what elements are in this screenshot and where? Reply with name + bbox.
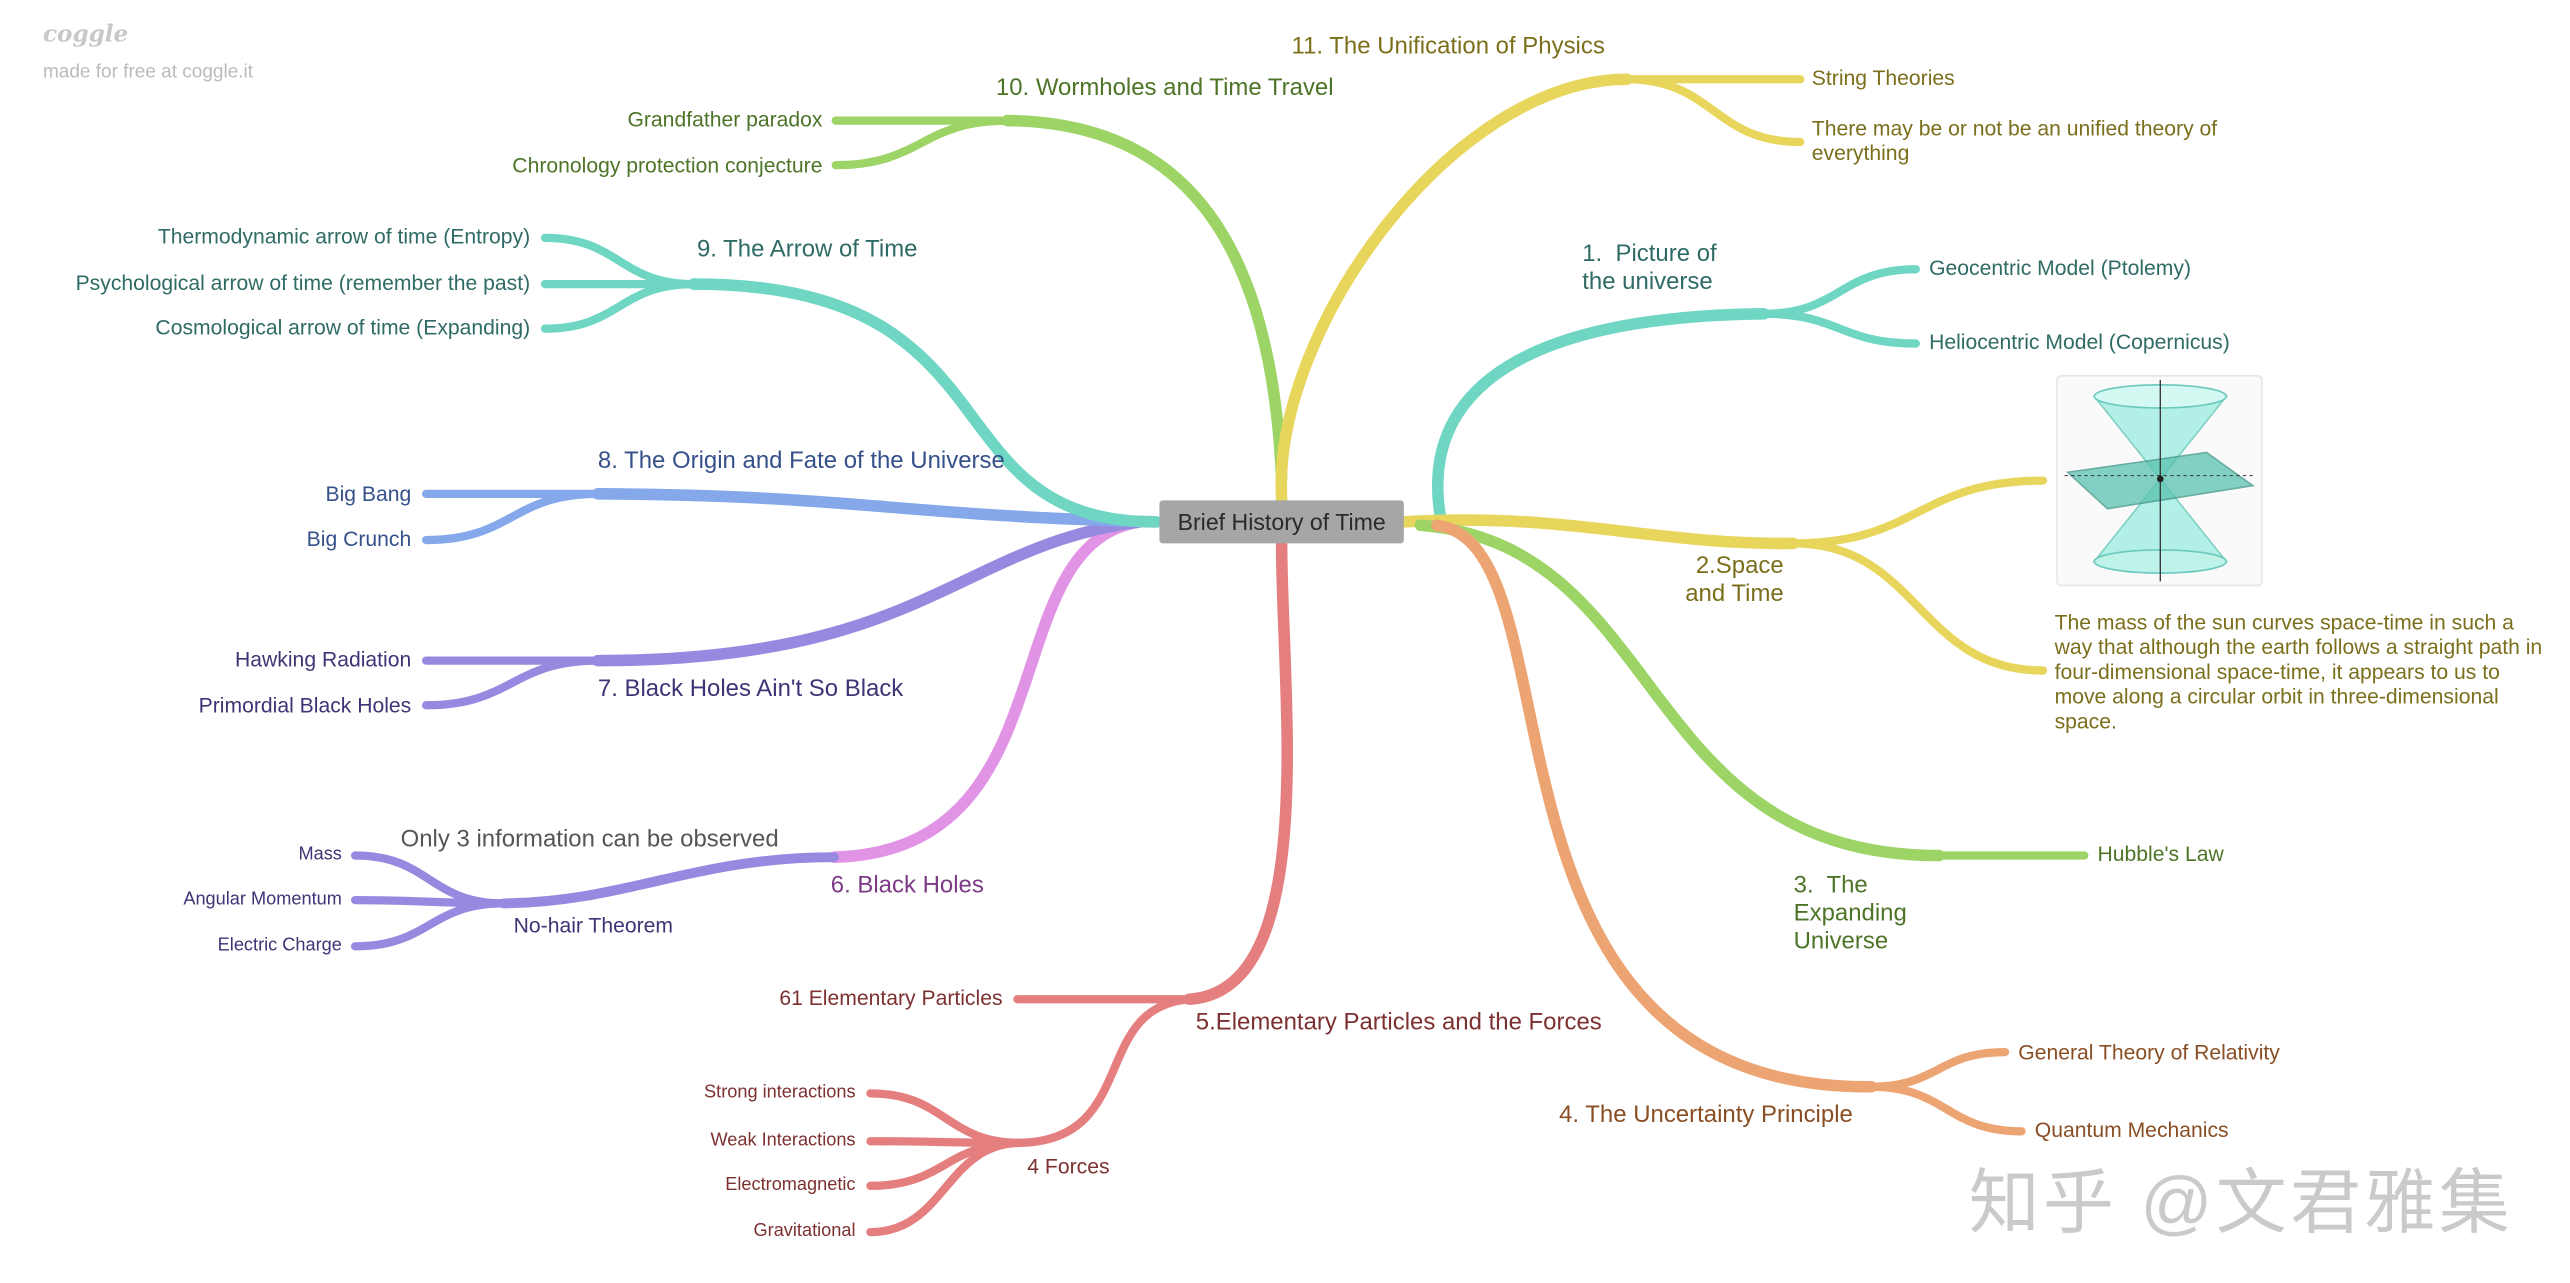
branch-7-link-primordial xyxy=(421,656,603,710)
branch-4-child-quantum[interactable]: Quantum Mechanics xyxy=(2034,1117,2229,1143)
branch-4-trunk xyxy=(1431,519,1878,1093)
branch-9-child-cosmological[interactable]: Cosmological arrow of time (Expanding) xyxy=(155,314,531,340)
branch-11-link-unified xyxy=(1622,75,1805,147)
branch-2-link-image xyxy=(1789,476,2048,548)
branch-5-link-forces xyxy=(1016,995,1194,1148)
branch-10-child-grandfather[interactable]: Grandfather paradox xyxy=(627,106,823,132)
branch-5-title[interactable]: 5.Elementary Particles and the Forces xyxy=(1195,1009,1602,1037)
branch-1-trunk xyxy=(1431,308,1770,522)
branch-9-link-2 xyxy=(540,279,698,333)
force-link-3 xyxy=(866,1138,1025,1237)
branch-7-child-primordial[interactable]: Primordial Black Holes xyxy=(198,692,412,718)
branch-8-trunk xyxy=(592,488,1162,528)
branch-3-child-hubble[interactable]: Hubble's Law xyxy=(2097,841,2224,867)
branch-6-title[interactable]: 6. Black Holes xyxy=(830,872,984,900)
branch-11-title[interactable]: 11. The Unification of Physics xyxy=(1291,33,1605,61)
branch-9-child-thermodynamic[interactable]: Thermodynamic arrow of time (Entropy) xyxy=(157,223,531,249)
branch-10-trunk xyxy=(1001,114,1288,485)
branch-6-observable-info[interactable]: Only 3 information can be observed xyxy=(400,826,779,853)
branch-2-title[interactable]: 2.Space and Time xyxy=(1685,553,1784,608)
force-electromagnetic[interactable]: Electromagnetic xyxy=(725,1175,856,1195)
no-hair-mass[interactable]: Mass xyxy=(298,844,342,865)
no-hair-angular-momentum[interactable]: Angular Momentum xyxy=(183,889,342,910)
no-hair-theorem[interactable]: No-hair Theorem xyxy=(513,912,674,938)
branch-2-trunk xyxy=(1398,514,1800,550)
branch-8-link-big-crunch xyxy=(421,489,603,545)
branch-2-link-note xyxy=(1789,539,2048,675)
center-node-label: Brief History of Time xyxy=(1177,508,1386,536)
force-gravitational[interactable]: Gravitational xyxy=(753,1221,856,1242)
branch-9-title[interactable]: 9. The Arrow of Time xyxy=(696,236,918,264)
branch-1-child-geocentric[interactable]: Geocentric Model (Ptolemy) xyxy=(1929,255,2192,280)
force-link-0 xyxy=(866,1089,1025,1148)
branch-1-link-geocentric xyxy=(1759,265,1920,318)
observer-point xyxy=(2156,475,2164,483)
branch-6-trunk xyxy=(828,516,1146,863)
branch-11-trunk xyxy=(1275,73,1633,505)
light-cone-diagram-icon[interactable] xyxy=(2056,374,2263,587)
branch-8-title[interactable]: 8. The Origin and Fate of the Universe xyxy=(597,448,1005,475)
center-node[interactable]: Brief History of Time xyxy=(1159,500,1404,544)
branch-10-title[interactable]: 10. Wormholes and Time Travel xyxy=(995,75,1334,102)
branch-3-title[interactable]: 3. The Expanding Universe xyxy=(1793,872,1907,956)
branch-4-title[interactable]: 4. The Uncertainty Principle xyxy=(1559,1102,1853,1129)
made-for-free-note[interactable]: made for free at coggle.it xyxy=(42,62,254,83)
branch-8-child-big-crunch[interactable]: Big Crunch xyxy=(306,525,412,551)
branch-4-link-relativity xyxy=(1867,1047,2010,1091)
branch-11-child-unified-theory[interactable]: There may be or not be an unified theory… xyxy=(1811,115,2218,166)
branch-4-child-relativity[interactable]: General Theory of Relativity xyxy=(2018,1039,2280,1065)
coggle-logo[interactable]: coggle xyxy=(42,21,129,48)
force-strong[interactable]: Strong interactions xyxy=(704,1082,856,1103)
branch-7-trunk xyxy=(592,516,1146,667)
branch-7-title[interactable]: 7. Black Holes Ain't So Black xyxy=(597,676,904,703)
branch-10-link-chronology xyxy=(831,116,1012,170)
no-hair-electric-charge[interactable]: Electric Charge xyxy=(217,935,342,956)
branch-5-child-particles[interactable]: 61 Elementary Particles xyxy=(779,985,1003,1010)
branch-2-note[interactable]: The mass of the sun curves space-time in… xyxy=(2054,609,2543,734)
light-cone-drawing xyxy=(2064,379,2255,582)
branch-5-trunk xyxy=(1183,539,1293,1005)
branch-8-child-big-bang[interactable]: Big Bang xyxy=(325,481,412,507)
force-weak[interactable]: Weak Interactions xyxy=(710,1130,856,1151)
branch-1-title[interactable]: 1. Picture of the universe xyxy=(1582,240,1717,296)
branch-9-link-0 xyxy=(540,233,698,289)
branch-4-link-quantum xyxy=(1867,1082,2026,1136)
branch-1-link-heliocentric xyxy=(1759,309,1920,348)
branch-1-child-heliocentric[interactable]: Heliocentric Model (Copernicus) xyxy=(1929,329,2230,355)
branch-9-trunk xyxy=(687,278,1162,528)
branch-3-trunk xyxy=(1414,519,1945,862)
zhihu-watermark: 知乎 @文君雅集 xyxy=(1968,1164,2514,1244)
branch-5-forces-title[interactable]: 4 Forces xyxy=(1027,1153,1110,1179)
branch-11-child-string-theories[interactable]: String Theories xyxy=(1811,65,1955,90)
branch-10-child-chronology[interactable]: Chronology protection conjecture xyxy=(512,152,823,178)
no-hair-link-2 xyxy=(350,899,508,951)
branch-9-child-psychological[interactable]: Psychological arrow of time (remember th… xyxy=(75,269,531,295)
branch-6-link-no-hair xyxy=(498,852,840,909)
branch-7-child-hawking[interactable]: Hawking Radiation xyxy=(235,646,412,672)
